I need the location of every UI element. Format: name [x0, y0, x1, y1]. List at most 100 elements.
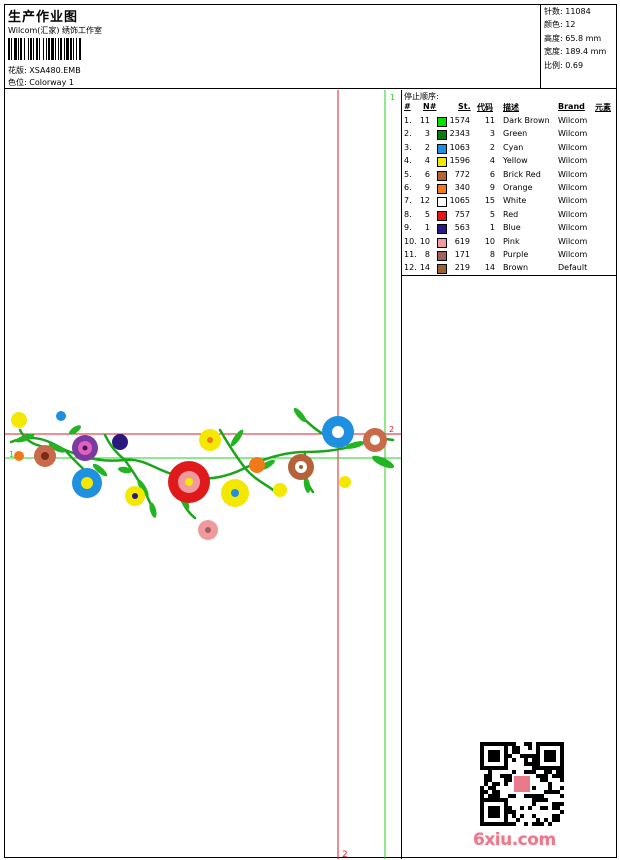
row-color-swatch: [437, 251, 447, 261]
row-needle: 4: [424, 156, 430, 166]
row-needle: 12: [419, 196, 430, 206]
row-description: Purple: [503, 250, 529, 259]
row-index: 4.: [404, 156, 412, 166]
row-code: 3: [489, 129, 495, 139]
row-stitches: 1063: [449, 142, 470, 152]
row-needle: 14: [419, 263, 430, 273]
flower-blue-small-top: [56, 411, 66, 421]
row-brand: Wilcom: [558, 169, 588, 179]
header-description: 描述: [503, 103, 519, 112]
table-row: 7. 12 1065 15 White Wilcom: [402, 196, 617, 209]
row-color-swatch: [437, 224, 447, 235]
row-needle: 11: [419, 116, 430, 125]
row-index: 9.: [404, 223, 412, 233]
colorway-name: Colorway 1: [29, 78, 74, 87]
table-row: 1. 11 1574 11 Dark Brown Wilcom: [402, 116, 617, 129]
row-color-swatch: [437, 117, 447, 127]
row-brand: Wilcom: [558, 196, 588, 206]
row-index: 3.: [404, 142, 412, 152]
row-description: Pink: [503, 236, 520, 246]
design-width: 宽度: 189.4 mm: [544, 47, 607, 56]
green-guide-label-left: 1: [9, 450, 14, 459]
red-guide-label-bottom: 2: [342, 850, 348, 859]
flower-purple-left: [72, 435, 98, 461]
row-stitches: 340: [454, 183, 470, 192]
row-needle: 5: [424, 209, 430, 219]
row-stitches: 1574: [449, 116, 470, 125]
row-brand: Wilcom: [558, 223, 588, 233]
flower-yellow-edge: [11, 412, 27, 428]
row-description: White: [503, 196, 527, 206]
flower-yellow-small-right: [339, 476, 351, 488]
row-index: 2.: [404, 129, 412, 139]
row-index: 10.: [404, 236, 417, 246]
header-stitches: St.: [458, 102, 471, 111]
row-color-swatch: [437, 264, 447, 275]
row-index: 6.: [404, 183, 412, 192]
flower-cyan-right: [322, 416, 354, 448]
design-file-label: 花版:: [8, 66, 27, 75]
row-needle: 1: [424, 223, 430, 233]
row-description: Yellow: [503, 156, 528, 166]
row-needle: 2: [424, 142, 430, 152]
row-code: 9: [489, 183, 495, 192]
row-color-swatch: [437, 143, 447, 154]
flower-orange-small: [249, 457, 265, 473]
row-code: 1: [489, 223, 495, 233]
row-description: Blue: [503, 223, 521, 233]
company-name: Wilcom(汇家) 绣饰工作室: [8, 26, 103, 35]
production-worksheet: 生产作业图 Wilcom(汇家) 绣饰工作室 花版: XSA480.EMB 色位…: [4, 4, 617, 859]
stitch-count: 针数: 11084: [544, 7, 591, 16]
header-index: #: [404, 102, 411, 111]
header-info: 生产作业图 Wilcom(汇家) 绣饰工作室 花版: XSA480.EMB 色位…: [5, 5, 541, 89]
row-needle: 3: [424, 129, 430, 139]
green-guide-label: 1: [390, 93, 395, 102]
flower-brick-red-left: [34, 445, 56, 467]
flower-yellow-mid: [125, 486, 145, 506]
color-count: 颜色: 12: [544, 20, 576, 29]
design-preview: 1 2 2 1: [5, 90, 401, 859]
row-description: Green: [503, 129, 528, 139]
design-file-row: 花版: XSA480.EMB: [8, 65, 81, 76]
row-code: 10: [484, 236, 495, 246]
design-file-name: XSA480.EMB: [29, 66, 81, 75]
row-brand: Wilcom: [558, 250, 588, 259]
design-height: 高度: 65.8 mm: [544, 34, 602, 43]
flower-yellow-top: [199, 429, 221, 451]
row-code: 11: [484, 116, 495, 125]
row-index: 1.: [404, 116, 412, 125]
row-brand: Wilcom: [558, 183, 588, 192]
row-brand: Wilcom: [558, 156, 588, 166]
row-brand: Default: [558, 263, 588, 273]
row-description: Brick Red: [503, 169, 541, 179]
row-code: 8: [489, 250, 495, 259]
row-index: 5.: [404, 169, 412, 179]
colorway-label: 色位:: [8, 78, 27, 87]
red-guide-label-right: 2: [389, 425, 394, 434]
row-stitches: 171: [454, 250, 470, 259]
row-stitches: 1065: [449, 196, 470, 206]
row-description: Dark Brown: [503, 116, 550, 125]
page-title: 生产作业图: [8, 10, 79, 25]
row-description: Red: [503, 209, 519, 219]
flower-pink-bottom: [198, 520, 218, 540]
row-stitches: 1596: [449, 156, 470, 166]
flower-brown-right: [363, 428, 387, 452]
row-code: 15: [484, 196, 495, 206]
row-stitches: 772: [454, 169, 470, 179]
header-element: 元素: [595, 103, 611, 112]
row-brand: Wilcom: [558, 116, 588, 125]
row-color-swatch: [437, 237, 447, 248]
row-needle: 8: [424, 250, 430, 259]
row-code: 4: [489, 156, 495, 166]
row-color-swatch: [437, 170, 447, 181]
row-code: 6: [489, 169, 495, 179]
row-index: 7.: [404, 196, 412, 206]
header-needle: N#: [423, 102, 437, 111]
